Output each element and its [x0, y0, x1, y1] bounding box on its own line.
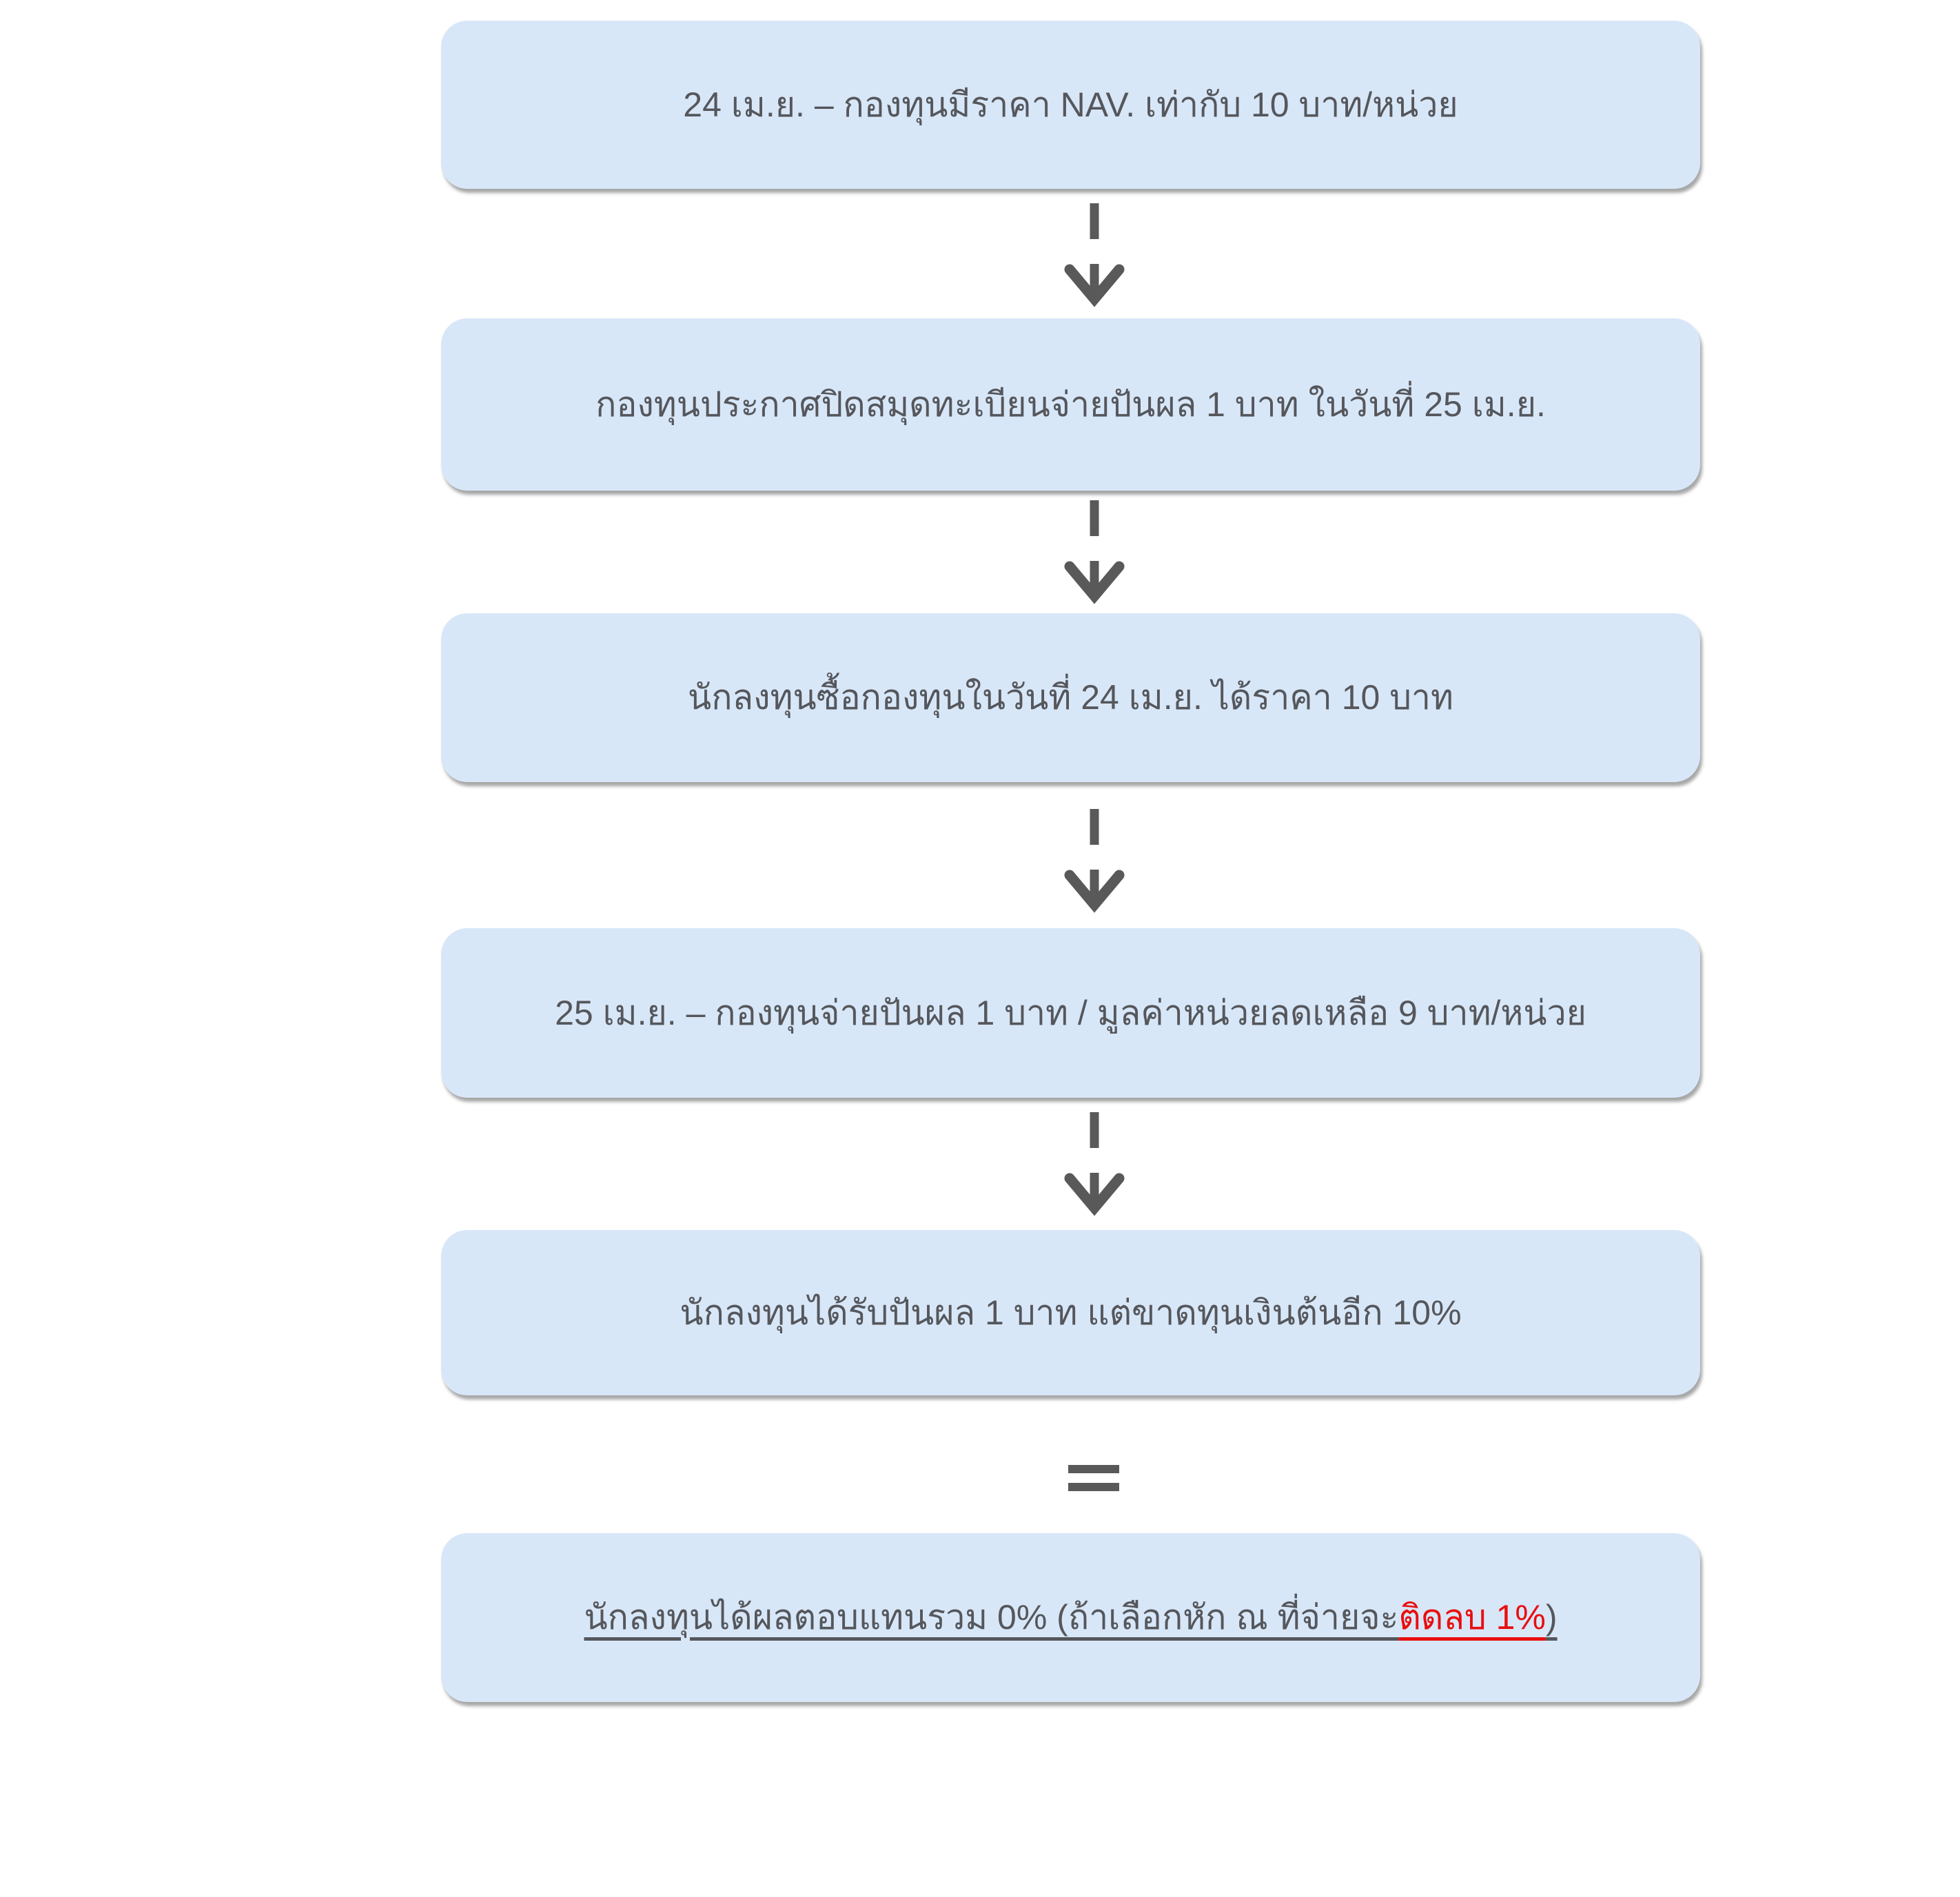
- flow-box-2-text: กองทุนประกาศปิดสมุดทะเบียนจ่ายปันผล 1 บา…: [595, 384, 1546, 424]
- down-arrow-icon: [1064, 809, 1125, 913]
- result-text: นักลงทุนได้ผลตอบแทนรวม 0% (ถ้าเลือกหัก ณ…: [584, 1598, 1399, 1637]
- equals-icon: [1068, 1465, 1119, 1491]
- result-highlight-text: ติดลบ 1%: [1398, 1598, 1546, 1637]
- flow-box-6: นักลงทุนได้ผลตอบแทนรวม 0% (ถ้าเลือกหัก ณ…: [441, 1533, 1700, 1702]
- down-arrow-icon: [1064, 500, 1125, 604]
- flow-box-3: นักลงทุนซื้อกองทุนในวันที่ 24 เม.ย. ได้ร…: [441, 613, 1700, 782]
- equals-bar: [1068, 1465, 1119, 1473]
- flow-box-5-text: นักลงทุนได้รับปันผล 1 บาท แต่ขาดทุนเงินต…: [680, 1293, 1462, 1332]
- result-suffix-text: ): [1545, 1598, 1558, 1637]
- flow-box-6-text: นักลงทุนได้ผลตอบแทนรวม 0% (ถ้าเลือกหัก ณ…: [584, 1596, 1557, 1639]
- flow-box-1-text: 24 เม.ย. – กองทุนมีราคา NAV. เท่ากับ 10 …: [683, 85, 1458, 124]
- flow-box-3-text: นักลงทุนซื้อกองทุนในวันที่ 24 เม.ย. ได้ร…: [688, 678, 1453, 717]
- flow-box-2: กองทุนประกาศปิดสมุดทะเบียนจ่ายปันผล 1 บา…: [441, 318, 1700, 491]
- flow-box-4: 25 เม.ย. – กองทุนจ่ายปันผล 1 บาท / มูลค่…: [441, 928, 1700, 1098]
- down-arrow-icon: [1064, 1112, 1125, 1216]
- down-arrow-icon: [1064, 203, 1125, 307]
- flow-box-1: 24 เม.ย. – กองทุนมีราคา NAV. เท่ากับ 10 …: [441, 21, 1700, 189]
- equals-bar: [1068, 1483, 1119, 1491]
- flow-box-4-text: 25 เม.ย. – กองทุนจ่ายปันผล 1 บาท / มูลค่…: [555, 993, 1586, 1032]
- flow-box-5: นักลงทุนได้รับปันผล 1 บาท แต่ขาดทุนเงินต…: [441, 1230, 1700, 1395]
